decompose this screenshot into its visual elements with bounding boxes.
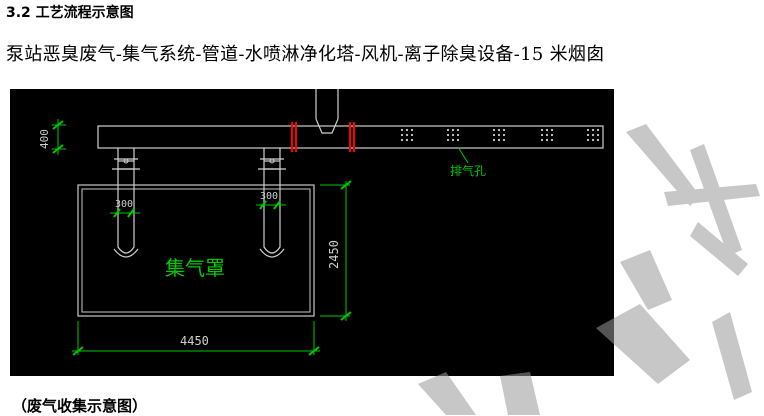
duct-flanges	[291, 122, 355, 152]
dim-duct-height	[52, 119, 66, 155]
dim-branch-left-text: 300	[115, 199, 133, 210]
dim-hood-width	[72, 321, 320, 356]
dim-hood-height-text: 2450	[327, 240, 341, 269]
dim-branch-right-text: 300	[260, 191, 278, 202]
dim-hood-width-text: 4450	[180, 334, 209, 348]
exhaust-holes	[400, 128, 600, 142]
figure-caption: （废气收集示意图）	[12, 397, 148, 415]
dim-branch-left	[110, 208, 140, 218]
hood-label: 集气罩	[165, 256, 225, 280]
branch-pipe-left	[112, 148, 140, 258]
exhaust-label-leader	[457, 146, 469, 164]
section-heading: 3.2 工艺流程示意图	[6, 5, 134, 21]
process-flow-text: 泵站恶臭废气-集气系统-管道-水喷淋净化塔-风机-离子除臭设备-15 米烟囱	[6, 44, 605, 65]
branch-right-ring	[269, 158, 275, 164]
cad-drawing: 排气孔 400	[10, 89, 614, 376]
gas-collection-hood-inner	[81, 188, 311, 313]
branch-left-ring	[123, 158, 129, 164]
dim-duct-height-text: 400	[38, 129, 51, 149]
gas-collection-hood	[77, 184, 315, 317]
dim-branch-right	[256, 200, 286, 210]
branch-pipe-right	[258, 148, 286, 258]
dim-hood-height	[320, 180, 352, 321]
exhaust-holes-label: 排气孔	[450, 163, 486, 178]
